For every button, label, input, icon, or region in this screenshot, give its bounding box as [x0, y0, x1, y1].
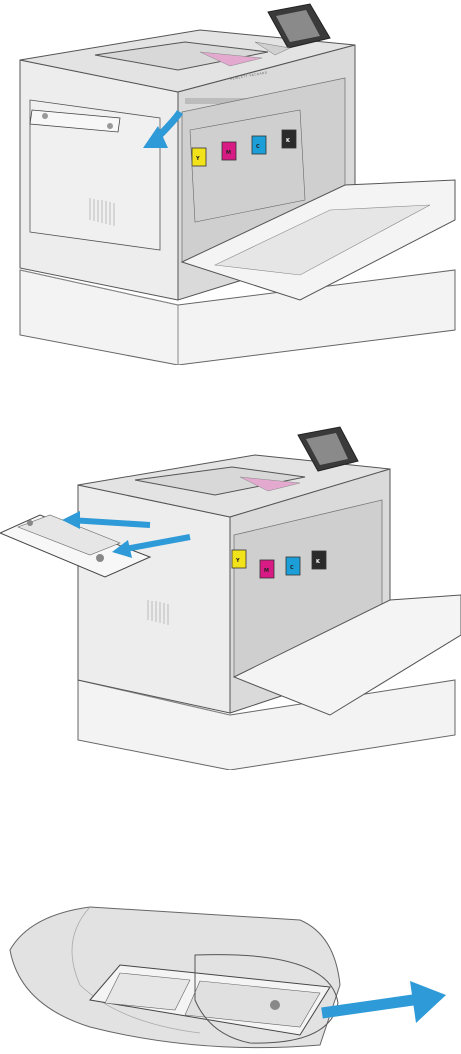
bag-illustration [0, 895, 461, 1054]
toner-cyan-label: C [290, 565, 294, 571]
step-2-illustration: Y M C K [0, 425, 461, 770]
arrow-head-icon [410, 981, 446, 1023]
toner-yellow-label: Y [235, 558, 240, 564]
printer-illustration-remove-unit: Y M C K [0, 425, 461, 770]
toner-cyan-label: C [256, 144, 260, 150]
printer-illustration-door-open: HEWLETT·PACKARD Y M C K [0, 0, 461, 365]
toner-yellow-label: Y [195, 156, 200, 162]
step-3-illustration [0, 895, 461, 1054]
arrow-icon [322, 999, 420, 1013]
step-1-illustration: HEWLETT·PACKARD Y M C K [0, 0, 461, 365]
toner-magenta-label: M [226, 150, 231, 156]
toner-magenta-label: M [264, 568, 269, 574]
